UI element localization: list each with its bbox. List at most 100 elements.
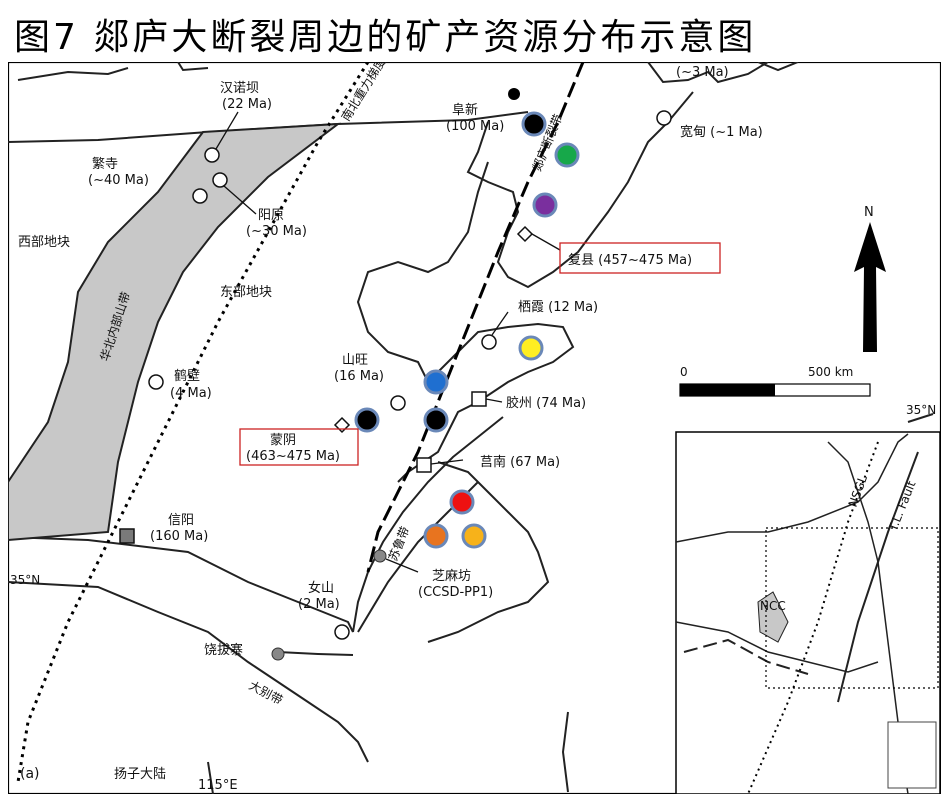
fuxian-label: 复县 (457~475 Ma) (568, 253, 692, 268)
black-circle-marker (423, 407, 449, 433)
fuxian-diamond (516, 225, 534, 243)
fuxin-label: 阜新 (452, 102, 478, 118)
hebi-age: (4 Ma) (170, 386, 212, 401)
yangyuan-label: 阳原 (258, 208, 284, 223)
hannuoba-label: 汉诺坝 (220, 81, 259, 96)
ccsd-label: (CCSD-PP1) (418, 585, 493, 600)
xinyang-square (119, 528, 135, 544)
top-right-coast (647, 62, 769, 84)
yellow-circle-marker (518, 335, 544, 361)
fuxian-highlight-box (559, 242, 721, 274)
xinyang-label: 信阳 (168, 513, 194, 528)
mengyin-label: 蒙阴 (270, 433, 296, 448)
mengyin-diamond (333, 416, 351, 434)
bohai-coast (356, 161, 489, 383)
jiaozhou-square (471, 391, 487, 407)
junan-square (416, 457, 432, 473)
yangyuan-age: (~30 Ma) (246, 224, 307, 239)
top-age-label: (~3 Ma) (676, 65, 729, 80)
panel-label: (a) (20, 766, 40, 782)
scale-bar: 0 500 km (679, 365, 871, 397)
north-label: N (864, 205, 874, 220)
inset-sea-islands-box (887, 721, 937, 789)
blue-circle-marker (423, 369, 449, 395)
inset-study-area-box (765, 527, 939, 689)
leader-lines (215, 111, 561, 465)
tanlu-fault-dashed (366, 62, 585, 573)
tanlu-lower-branch (352, 416, 504, 633)
orange-circle-marker (423, 523, 449, 549)
top-edge-coast (177, 62, 209, 72)
amber-circle-marker (461, 523, 487, 549)
qixia-label: 栖霞 (12 Ma) (518, 300, 598, 315)
figure-title-bar: 图7 郯庐大断裂周边的矿产资源分布示意图 (0, 0, 949, 62)
mengyin-highlight-box (239, 428, 359, 466)
scale-zero: 0 (680, 365, 688, 379)
dabie-south-boundary (8, 581, 369, 763)
yangyuan-site (212, 172, 228, 188)
fuxin-dot (508, 88, 520, 100)
inset-orogen (757, 591, 789, 643)
kuandian-label: 宽甸 (~1 Ma) (680, 124, 763, 140)
east-block-label: 东部地块 (220, 285, 272, 300)
junan-label: 莒南 (67 Ma) (480, 454, 560, 470)
shanwang-site (390, 395, 406, 411)
latitude-left-label: 35°N (10, 573, 40, 587)
bottom-left-tick (207, 761, 214, 794)
west-block-label: 西部地块 (18, 235, 70, 250)
mengyin-age: (463~475 Ma) (246, 449, 340, 464)
scale-bar-black (680, 384, 775, 396)
raobazhai-line (277, 651, 354, 656)
raobazhai-dot (271, 647, 285, 661)
fansi-age: (~40 Ma) (88, 173, 149, 188)
fansi-site (192, 188, 208, 204)
black-circle-marker (521, 111, 547, 137)
raobazhai-label: 饶拔寨 (204, 642, 243, 658)
inset-south-boundary (675, 621, 879, 673)
top-left-coast (17, 67, 129, 81)
hannuoba-site (204, 147, 220, 163)
trans-north-china-orogen (8, 122, 342, 542)
liaodong-coast (466, 91, 694, 289)
dabie-north-boundary (8, 536, 354, 633)
fuxin-age: (100 Ma) (446, 119, 504, 134)
right-35n-tick (907, 413, 934, 423)
inset-ncc-label: NCC (760, 599, 786, 613)
figure-title: 图7 郯庐大断裂周边的矿产资源分布示意图 (14, 17, 757, 58)
nvshan-label: 女山 (308, 580, 334, 596)
map-frame (8, 62, 941, 794)
geologic-map: 汉诺坝 (22 Ma) 繁寺 (~40 Ma) 阳原 (~30 Ma) 阜新 (… (8, 62, 941, 794)
gravity-gradient-line (16, 62, 370, 783)
hannuoba-age: (22 Ma) (222, 97, 272, 112)
nvshan-site (334, 624, 350, 640)
shanwang-label: 山旺 (342, 353, 368, 368)
boundary-lines (8, 62, 934, 794)
hebi-site (148, 374, 164, 390)
north-arrow-icon (854, 222, 886, 352)
black-circle-marker (354, 407, 380, 433)
hebi-label: 鹤壁 (174, 368, 200, 384)
latitude-right-label: 35°N (906, 403, 936, 417)
inset-north-boundary (675, 433, 909, 543)
purple-circle-marker (532, 192, 558, 218)
fansi-label: 繁寺 (92, 156, 118, 172)
north-arrow: N (854, 205, 886, 352)
inset-tanlu-line (837, 451, 919, 703)
qixia-site (481, 334, 497, 350)
shanwang-age: (16 Ma) (334, 369, 384, 384)
longitude-label: 115°E (198, 778, 238, 793)
xinyang-age: (160 Ma) (150, 529, 208, 544)
inset-map: NSGL T.L. Fault NCC (675, 431, 941, 794)
inset-dashed-boundary (683, 638, 809, 675)
shandong-coast (397, 322, 575, 483)
top-far-right-coast (757, 62, 799, 72)
green-circle-marker (554, 142, 580, 168)
sulu-coast (427, 461, 550, 643)
yangtze-label: 扬子大陆 (114, 766, 166, 782)
red-circle-marker (449, 489, 475, 515)
nsgl-label: 南北重力梯度带 (338, 62, 395, 124)
zhimafang-label: 芝麻坊 (432, 568, 471, 584)
kuandian-site (656, 110, 672, 126)
deposit-markers (354, 111, 580, 549)
